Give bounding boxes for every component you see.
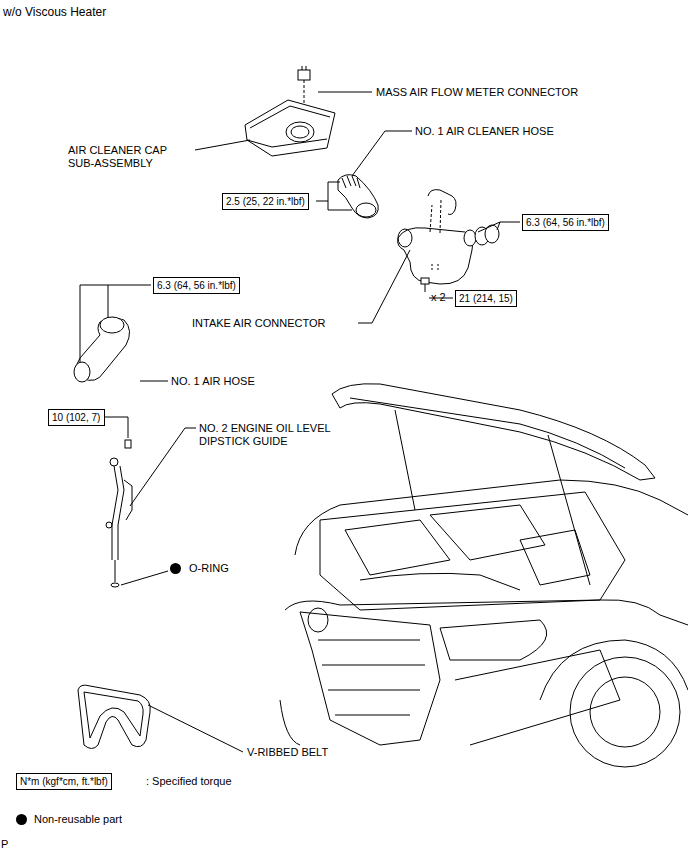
torque-value: 2.5 (25, 22 in.*lbf) (226, 195, 305, 208)
part-label: MASS AIR FLOW METER CONNECTOR (376, 86, 578, 99)
torque-value: N*m (kgf*cm, ft.*lbf) (20, 775, 108, 788)
part-label: INTAKE AIR CONNECTOR (192, 317, 325, 330)
torque-box: 10 (102, 7) (48, 409, 105, 426)
part-label: AIR CLEANER CAP SUB-ASSEMBLY (68, 144, 173, 170)
part-label: w/o Viscous Heater (3, 5, 106, 19)
torque-box: 2.5 (25, 22 in.*lbf) (222, 193, 309, 210)
torque-value: 10 (102, 7) (52, 411, 101, 424)
torque-box: N*m (kgf*cm, ft.*lbf) (16, 773, 112, 790)
torque-box: 6.3 (64, 56 in.*lbf) (153, 277, 240, 294)
part-label: NO. 1 AIR HOSE (171, 375, 255, 388)
part-label: NO. 1 AIR CLEANER HOSE (415, 125, 554, 138)
torque-box: 6.3 (64, 56 in.*lbf) (522, 214, 609, 231)
part-label: x 2 (431, 291, 446, 304)
torque-value: 6.3 (64, 56 in.*lbf) (157, 279, 236, 292)
torque-value: 21 (214, 15) (459, 292, 513, 305)
part-label: V-RIBBED BELT (247, 746, 328, 759)
torque-value: 6.3 (64, 56 in.*lbf) (526, 216, 605, 229)
part-label: NO. 2 ENGINE OIL LEVEL DIPSTICK GUIDE (199, 422, 349, 448)
legend-text: : Specified torque (146, 775, 232, 788)
non-reusable-mark (170, 563, 181, 574)
part-label: P (1, 838, 8, 851)
legend-text: Non-reusable part (34, 813, 122, 826)
torque-box: 21 (214, 15) (455, 290, 517, 307)
part-label: O-RING (189, 562, 229, 575)
legend-swatch (16, 814, 27, 825)
